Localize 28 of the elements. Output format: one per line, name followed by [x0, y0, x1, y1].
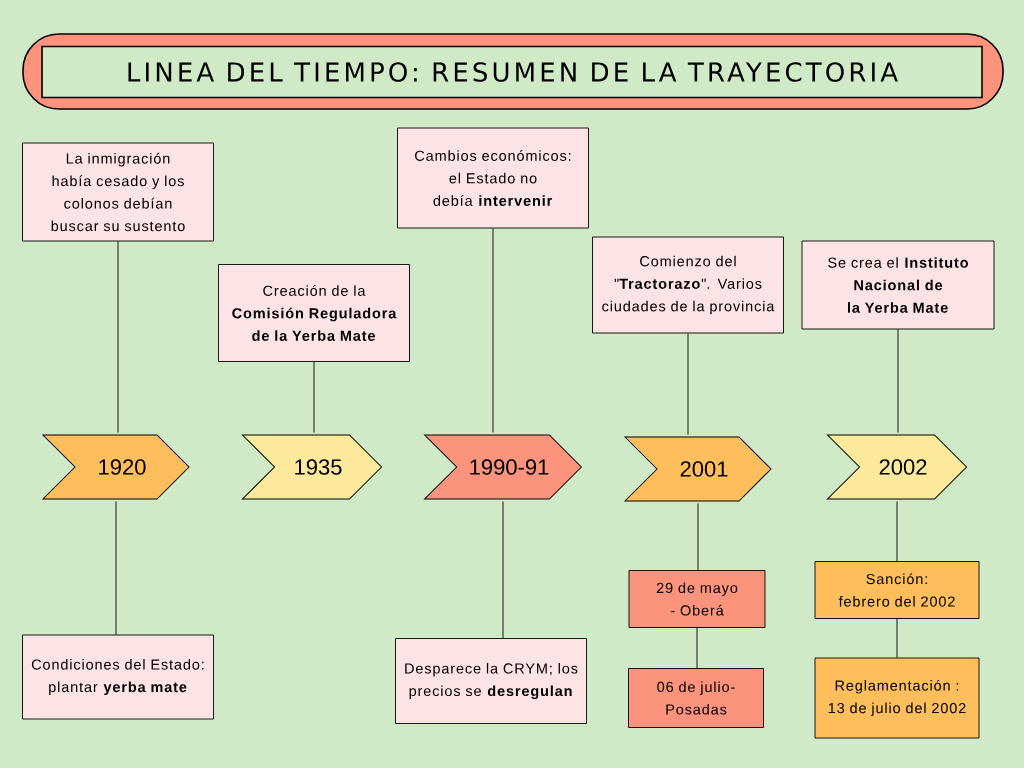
event-box: Se crea el Instituto Nacional de la Yerba Mate	[801, 240, 995, 330]
event-box: 06 de julio- Posadas	[628, 668, 764, 728]
connector-line	[896, 618, 898, 658]
event-box: 29 de mayo - Oberá	[628, 570, 766, 628]
event-box: Cambios económicos: el Estado no debía intervenir	[397, 127, 589, 229]
event-box: Reglamentación : 13 de julio del 2002	[814, 657, 980, 739]
title-banner: LINEA DEL TIEMPO: RESUMEN DE LA TRAYECTORIA	[22, 33, 1004, 110]
connector-line	[897, 329, 899, 433]
connector-line	[115, 501, 117, 635]
event-box: Sanción: febrero del 2002	[814, 561, 980, 619]
connector-line	[896, 501, 898, 562]
connector-line	[687, 333, 689, 435]
connector-line	[502, 501, 504, 639]
event-box: Creación de la Comisión Reguladora de la Yerba Mate	[218, 264, 410, 362]
event-box: Condiciones del Estado: plantar yerba mate	[22, 634, 214, 720]
year-chevron: 2002	[827, 434, 967, 500]
event-box: La inmigración había cesado y los colonos debían buscar su sustento	[22, 142, 214, 242]
year-chevron: 1990-91	[424, 434, 582, 500]
event-box: Desparece la CRYM; los precios se desregulan	[395, 638, 587, 724]
year-chevron: 1935	[242, 434, 382, 500]
connector-line	[492, 228, 494, 433]
connector-line	[117, 241, 119, 433]
connector-line	[696, 627, 698, 669]
event-box: Comienzo del "Tractorazo". Varios ciudades de la provincia	[592, 236, 784, 334]
connector-line	[313, 361, 315, 433]
year-chevron: 2001	[624, 436, 772, 502]
year-chevron: 1920	[42, 434, 190, 500]
connector-line	[697, 503, 699, 571]
